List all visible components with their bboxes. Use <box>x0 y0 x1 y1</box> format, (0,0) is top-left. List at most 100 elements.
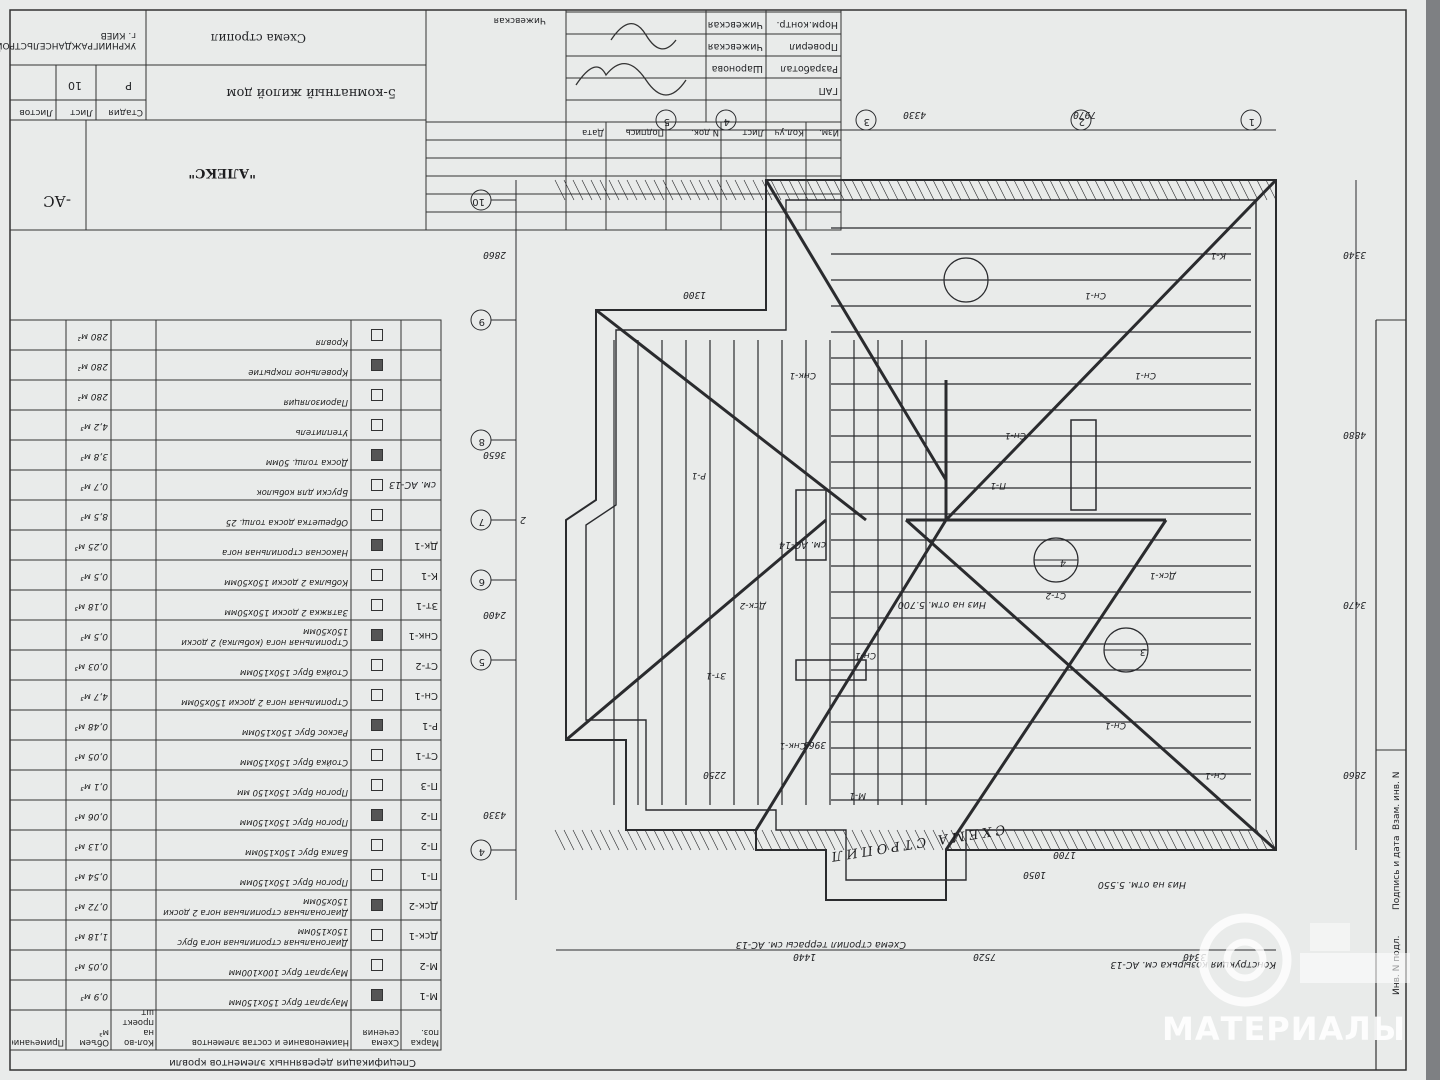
wall-hatch <box>1202 829 1214 851</box>
staff-role: Норм.контр. <box>776 19 838 30</box>
wall-hatch <box>1022 829 1034 851</box>
axis-label: 6 <box>478 576 485 587</box>
spec-section-icon <box>371 719 383 731</box>
wall-hatch <box>707 829 719 851</box>
spec-header-cell: Примечание <box>12 1037 64 1047</box>
hip-rafter <box>944 178 1278 522</box>
wall-hatch <box>842 179 854 201</box>
wall-hatch <box>563 179 575 201</box>
spec-mark: Р-1 <box>421 720 438 731</box>
wall-hatch <box>635 829 647 851</box>
wall-hatch <box>1103 829 1115 851</box>
axis-bubble <box>470 839 492 861</box>
wall-hatch <box>626 179 638 201</box>
revision-header: Кол.уч <box>774 127 804 137</box>
stage-value: 10 <box>68 79 82 92</box>
wall-hatch <box>878 179 890 201</box>
wall-hatch <box>698 179 710 201</box>
wall-hatch <box>950 829 962 851</box>
wall-hatch <box>653 179 665 201</box>
signature-scribble <box>575 63 687 96</box>
wall-hatch <box>1130 829 1142 851</box>
wall-hatch <box>788 829 800 851</box>
plan-element-label: Сн-1 <box>1084 290 1106 300</box>
spec-volume: 0,25 м³ <box>74 541 108 551</box>
wall-hatch <box>860 179 872 201</box>
spec-mark: П-1 <box>420 870 439 881</box>
wall-inner <box>585 199 1257 881</box>
wall-hatch <box>554 179 566 201</box>
wall-hatch <box>977 179 989 201</box>
wall-hatch <box>1229 179 1241 201</box>
spec-volume: 0,03 м³ <box>74 661 108 671</box>
wall-hatch <box>1112 179 1124 201</box>
wall-hatch <box>869 829 881 851</box>
wall-hatch <box>608 179 620 201</box>
spec-section-icon <box>371 479 383 491</box>
wall-hatch <box>1211 179 1223 201</box>
signature-scribble <box>610 23 677 50</box>
spec-name: Кровельное покрытие <box>248 367 348 377</box>
plan-element-label: Зт-1 <box>706 670 726 680</box>
spec-section-icon <box>371 899 383 911</box>
revision-header: N док. <box>691 127 719 137</box>
wall-hatch <box>716 829 728 851</box>
plan-element-label: К-1 <box>1210 250 1226 260</box>
spec-section-icon <box>371 449 383 461</box>
spec-volume: 0,18 м³ <box>74 601 108 611</box>
axis-bubble <box>470 309 492 331</box>
plan-element-label: Сн-1 <box>1204 770 1226 780</box>
spec-section-icon <box>371 959 383 971</box>
spec-section-icon <box>371 629 383 641</box>
spec-mark: М-1 <box>419 990 438 1001</box>
axis-label: 5 <box>663 116 670 127</box>
dimension-value: 7970 <box>1073 109 1096 120</box>
hip-rafter <box>944 519 1168 851</box>
sheet-name: Схема стропил <box>210 31 306 45</box>
wall-hatch <box>968 829 980 851</box>
spec-section-icon <box>371 929 383 941</box>
spec-name: Накосная стропильная нога <box>222 547 348 557</box>
dimension-value: 3650 <box>483 449 506 460</box>
wall-hatch <box>1013 829 1025 851</box>
wall-hatch <box>698 829 710 851</box>
revision-header: Изм. <box>819 127 839 137</box>
wall-hatch <box>1193 829 1205 851</box>
stage-value: Р <box>125 79 132 92</box>
wall-hatch <box>644 829 656 851</box>
dimension-value: 2860 <box>483 249 506 260</box>
wall-hatch <box>788 179 800 201</box>
wall-hatch <box>1058 179 1070 201</box>
spec-volume: 280 м² <box>77 361 108 371</box>
dimension-value: 2860 <box>1343 769 1366 780</box>
dimension-value: 4330 <box>903 109 926 120</box>
spec-volume: 4,2 м³ <box>80 421 108 431</box>
wall-hatch <box>1247 179 1259 201</box>
wall-hatch <box>1076 179 1088 201</box>
wall-hatch <box>617 179 629 201</box>
spec-name: Кровля <box>315 337 348 347</box>
staff-role: ГАП <box>818 85 838 96</box>
wall-hatch <box>716 179 728 201</box>
wall-hatch <box>1004 829 1016 851</box>
wall-hatch <box>905 829 917 851</box>
hip-rafter <box>905 518 1277 852</box>
wall-hatch <box>1022 179 1034 201</box>
plan-note: 3 <box>1139 646 1146 657</box>
wall-hatch <box>959 179 971 201</box>
wall-hatch <box>779 179 791 201</box>
wall-hatch <box>1139 179 1151 201</box>
wall-hatch <box>995 829 1007 851</box>
spec-volume: 280 м² <box>77 391 108 401</box>
spec-name: Диагональная стропильная нога 2 доски 15… <box>163 896 348 917</box>
staff-role: Проверил <box>789 41 838 52</box>
wall-hatch <box>1085 179 1097 201</box>
company-name: "АЛЕКС" <box>188 165 256 180</box>
wall-hatch <box>680 179 692 201</box>
axis-bubble <box>855 109 877 131</box>
wall-hatch <box>887 179 899 201</box>
spec-section-icon <box>371 419 383 431</box>
spec-name: Пароизоляция <box>283 397 348 407</box>
wall-hatch <box>896 829 908 851</box>
